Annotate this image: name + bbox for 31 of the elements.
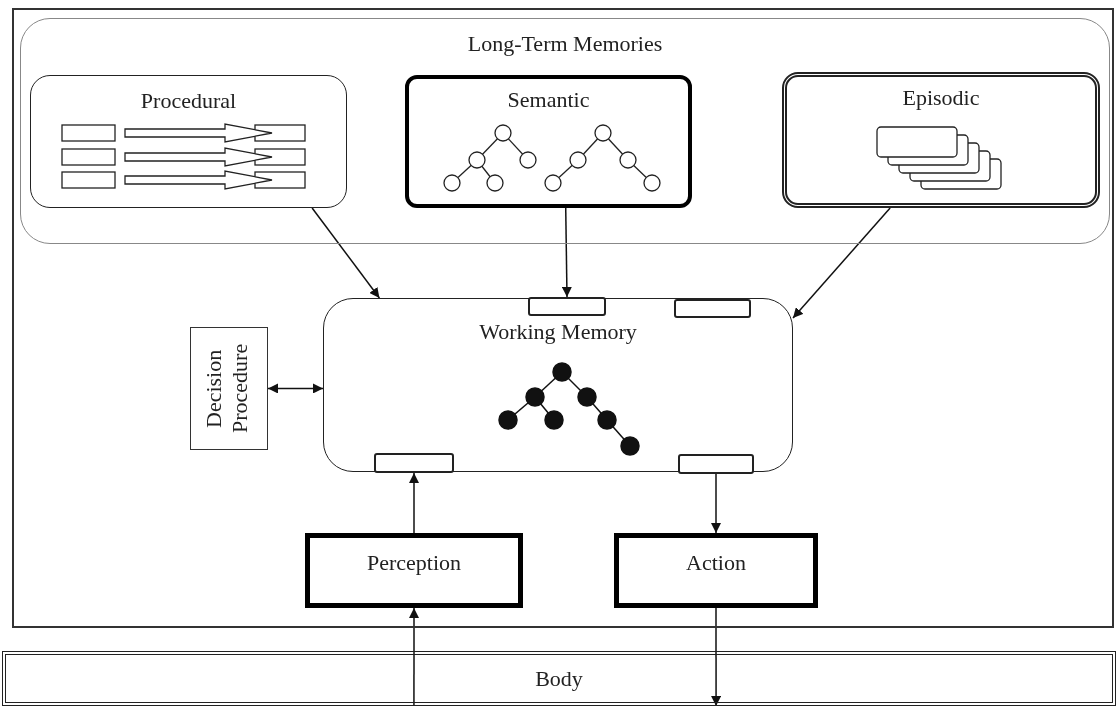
body-bar xyxy=(2,651,1116,706)
buffer-slot xyxy=(374,453,454,473)
module-box xyxy=(614,533,818,608)
working-memory-box xyxy=(323,298,793,472)
box-label: Episodic xyxy=(902,85,980,111)
box-label: Long-Term Memories xyxy=(467,31,663,57)
frame-box xyxy=(12,8,1114,628)
memory-box xyxy=(782,72,1100,208)
arrow xyxy=(711,607,722,707)
memory-box xyxy=(405,75,692,208)
buffer-slot xyxy=(674,299,751,318)
memory-box xyxy=(30,75,347,208)
module-box xyxy=(305,533,523,608)
vertical-label: Decision Procedure xyxy=(201,342,253,436)
arrow xyxy=(311,207,381,299)
box-label: Semantic xyxy=(507,87,590,113)
decision-box xyxy=(190,327,268,450)
box-label: Perception xyxy=(366,550,462,576)
arrow xyxy=(792,207,891,319)
box-label: Procedural xyxy=(140,88,237,114)
memory-group-panel xyxy=(20,18,1110,244)
buffer-slot xyxy=(678,454,754,474)
arrow xyxy=(711,473,721,534)
box-label: Working Memory xyxy=(479,319,637,345)
box-label: Action xyxy=(686,550,746,576)
arrow xyxy=(267,383,324,394)
arrow xyxy=(409,472,419,534)
buffer-slot xyxy=(528,297,606,316)
box-label: Body xyxy=(535,665,583,692)
arrow xyxy=(409,607,419,707)
arrow xyxy=(561,207,572,298)
